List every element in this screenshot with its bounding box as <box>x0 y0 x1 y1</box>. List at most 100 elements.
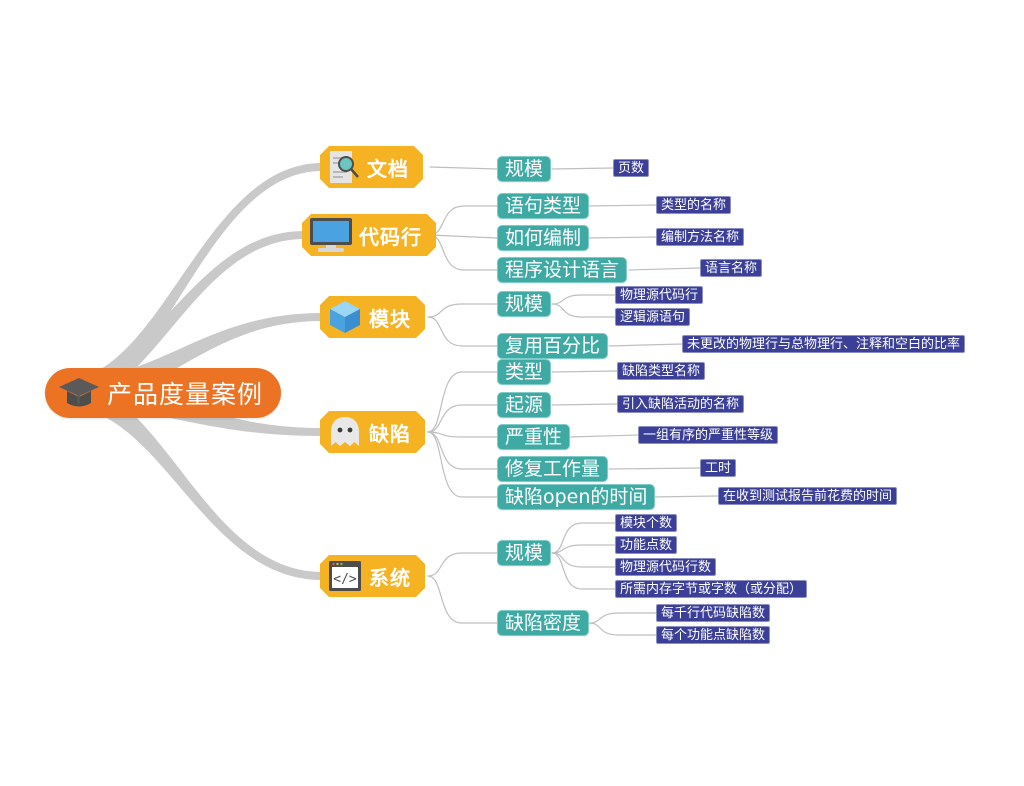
branch-node-defect[interactable]: 缺陷 <box>320 411 425 453</box>
sub-node-defect-1[interactable]: 起源 <box>497 392 552 418</box>
sub-node-module-1-label: 复用百分比 <box>505 334 601 357</box>
sub-node-defect-4[interactable]: 缺陷open的时间 <box>497 484 656 510</box>
connector-line <box>608 467 701 470</box>
sub-node-module-1[interactable]: 复用百分比 <box>497 333 609 359</box>
sub-node-code-lines-2[interactable]: 程序设计语言 <box>497 257 628 283</box>
leaf-node-system-0-2[interactable]: 物理源代码行数 <box>615 558 717 576</box>
connector-line <box>551 522 616 554</box>
connector-line <box>427 316 498 347</box>
sub-node-system-0[interactable]: 规模 <box>497 540 552 566</box>
svg-text:</>: </> <box>333 572 357 587</box>
branch-node-system[interactable]: </> 系统 <box>320 555 425 597</box>
connector-line <box>551 294 616 305</box>
sub-node-defect-1-label: 起源 <box>505 393 544 416</box>
leaf-node-code-lines-0-0[interactable]: 类型的名称 <box>656 196 732 214</box>
connector-line <box>551 403 618 406</box>
leaf-node-defect-4-0-label: 在收到测试报告前花费的时间 <box>723 488 893 504</box>
connector-line <box>427 303 498 318</box>
branch-node-module[interactable]: 模块 <box>320 296 425 338</box>
leaf-node-module-0-1-label: 逻辑源语句 <box>620 309 686 325</box>
branch-node-code-lines[interactable]: 代码行 <box>302 214 436 256</box>
sub-node-document-0-label: 规模 <box>505 157 544 180</box>
sub-node-document-0[interactable]: 规模 <box>497 156 552 182</box>
connector-line <box>551 303 616 318</box>
leaf-node-code-lines-1-0-label: 编制方法名称 <box>661 229 740 245</box>
leaf-node-code-lines-2-0[interactable]: 语言名称 <box>700 259 763 277</box>
leaf-node-defect-0-0[interactable]: 缺陷类型名称 <box>617 362 706 380</box>
connector-line <box>551 167 614 170</box>
code-window-icon: </> <box>327 558 363 594</box>
leaf-node-code-lines-1-0[interactable]: 编制方法名称 <box>656 228 745 246</box>
leaf-node-system-0-1-label: 功能点数 <box>620 537 673 553</box>
leaf-node-document-0-0[interactable]: 页数 <box>613 159 650 177</box>
leaf-node-system-1-0[interactable]: 每千行代码缺陷数 <box>656 604 771 622</box>
leaf-node-defect-4-0[interactable]: 在收到测试报告前花费的时间 <box>718 487 898 505</box>
sub-node-module-0[interactable]: 规模 <box>497 291 552 317</box>
leaf-node-defect-1-0-label: 引入缺陷活动的名称 <box>622 396 740 412</box>
sub-node-code-lines-1-label: 如何编制 <box>505 226 582 249</box>
cube-icon <box>327 298 363 336</box>
connector-line <box>551 370 618 373</box>
leaf-node-defect-3-0[interactable]: 工时 <box>700 459 737 477</box>
graduation-cap-icon <box>57 374 101 412</box>
sub-node-defect-0[interactable]: 类型 <box>497 359 552 385</box>
leaf-node-system-1-0-label: 每千行代码缺陷数 <box>661 605 766 621</box>
leaf-node-code-lines-2-0-label: 语言名称 <box>705 260 758 276</box>
leaf-node-system-0-0-label: 模块个数 <box>620 515 673 531</box>
sub-node-defect-4-label: 缺陷open的时间 <box>505 485 648 508</box>
leaf-node-module-1-0-label: 未更改的物理行与总物理行、注释和空白的比率 <box>687 336 961 352</box>
sub-node-system-1-label: 缺陷密度 <box>505 611 582 634</box>
connector-line <box>588 622 657 636</box>
sub-node-defect-2-label: 严重性 <box>505 425 563 448</box>
sub-node-defect-2[interactable]: 严重性 <box>497 424 571 450</box>
connector-line <box>568 434 639 438</box>
connector-line <box>429 166 498 170</box>
connector-line <box>586 236 657 239</box>
connector-line <box>588 612 657 624</box>
leaf-node-module-0-0[interactable]: 物理源代码行 <box>615 286 704 304</box>
connector-line <box>427 575 498 624</box>
leaf-node-system-1-1[interactable]: 每个功能点缺陷数 <box>656 626 771 644</box>
leaf-node-system-0-2-label: 物理源代码行数 <box>620 559 712 575</box>
sub-node-system-1[interactable]: 缺陷密度 <box>497 610 590 636</box>
sub-node-code-lines-0[interactable]: 语句类型 <box>497 193 590 219</box>
branch-node-code-lines-label: 代码行 <box>359 224 422 249</box>
sub-node-code-lines-1[interactable]: 如何编制 <box>497 225 590 251</box>
leaf-node-defect-2-0[interactable]: 一组有序的严重性等级 <box>638 426 779 444</box>
connector-line <box>429 205 498 236</box>
leaf-node-system-1-1-label: 每个功能点缺陷数 <box>661 627 766 643</box>
connector-line <box>427 552 498 577</box>
connector-line <box>427 431 498 438</box>
leaf-node-module-1-0[interactable]: 未更改的物理行与总物理行、注释和空白的比率 <box>682 335 966 353</box>
sub-node-module-0-label: 规模 <box>505 292 544 315</box>
connector-line <box>608 343 683 347</box>
connector-line <box>427 431 498 498</box>
leaf-node-module-0-1[interactable]: 逻辑源语句 <box>615 308 691 326</box>
branch-node-defect-label: 缺陷 <box>369 421 411 446</box>
root-node[interactable]: 产品度量案例 <box>45 368 282 418</box>
sub-node-defect-0-label: 类型 <box>505 360 544 383</box>
branch-node-system-label: 系统 <box>369 565 411 590</box>
sub-node-system-0-label: 规模 <box>505 541 544 564</box>
ghost-icon <box>327 414 363 450</box>
leaf-node-system-0-3[interactable]: 所需内存字节或字数（或分配） <box>615 580 808 598</box>
leaf-node-document-0-0-label: 页数 <box>618 160 645 176</box>
connector-line <box>551 552 616 568</box>
leaf-node-system-0-0[interactable]: 模块个数 <box>615 514 678 532</box>
connector-line <box>427 371 498 433</box>
leaf-node-system-0-1[interactable]: 功能点数 <box>615 536 678 554</box>
connector-line <box>648 495 719 498</box>
leaf-node-defect-1-0[interactable]: 引入缺陷活动的名称 <box>617 395 745 413</box>
branch-node-module-label: 模块 <box>369 306 411 331</box>
branch-node-document[interactable]: 文档 <box>320 146 423 188</box>
leaf-node-defect-0-0-label: 缺陷类型名称 <box>622 363 701 379</box>
sub-node-code-lines-2-label: 程序设计语言 <box>505 258 620 281</box>
sub-node-defect-3[interactable]: 修复工作量 <box>497 456 609 482</box>
connector-line <box>551 544 616 554</box>
connector-line <box>628 267 701 271</box>
branch-node-document-label: 文档 <box>367 156 409 181</box>
document-search-icon <box>327 149 361 185</box>
leaf-node-defect-2-0-label: 一组有序的严重性等级 <box>643 427 774 443</box>
connector-line <box>427 431 498 470</box>
sub-node-defect-3-label: 修复工作量 <box>505 457 601 480</box>
